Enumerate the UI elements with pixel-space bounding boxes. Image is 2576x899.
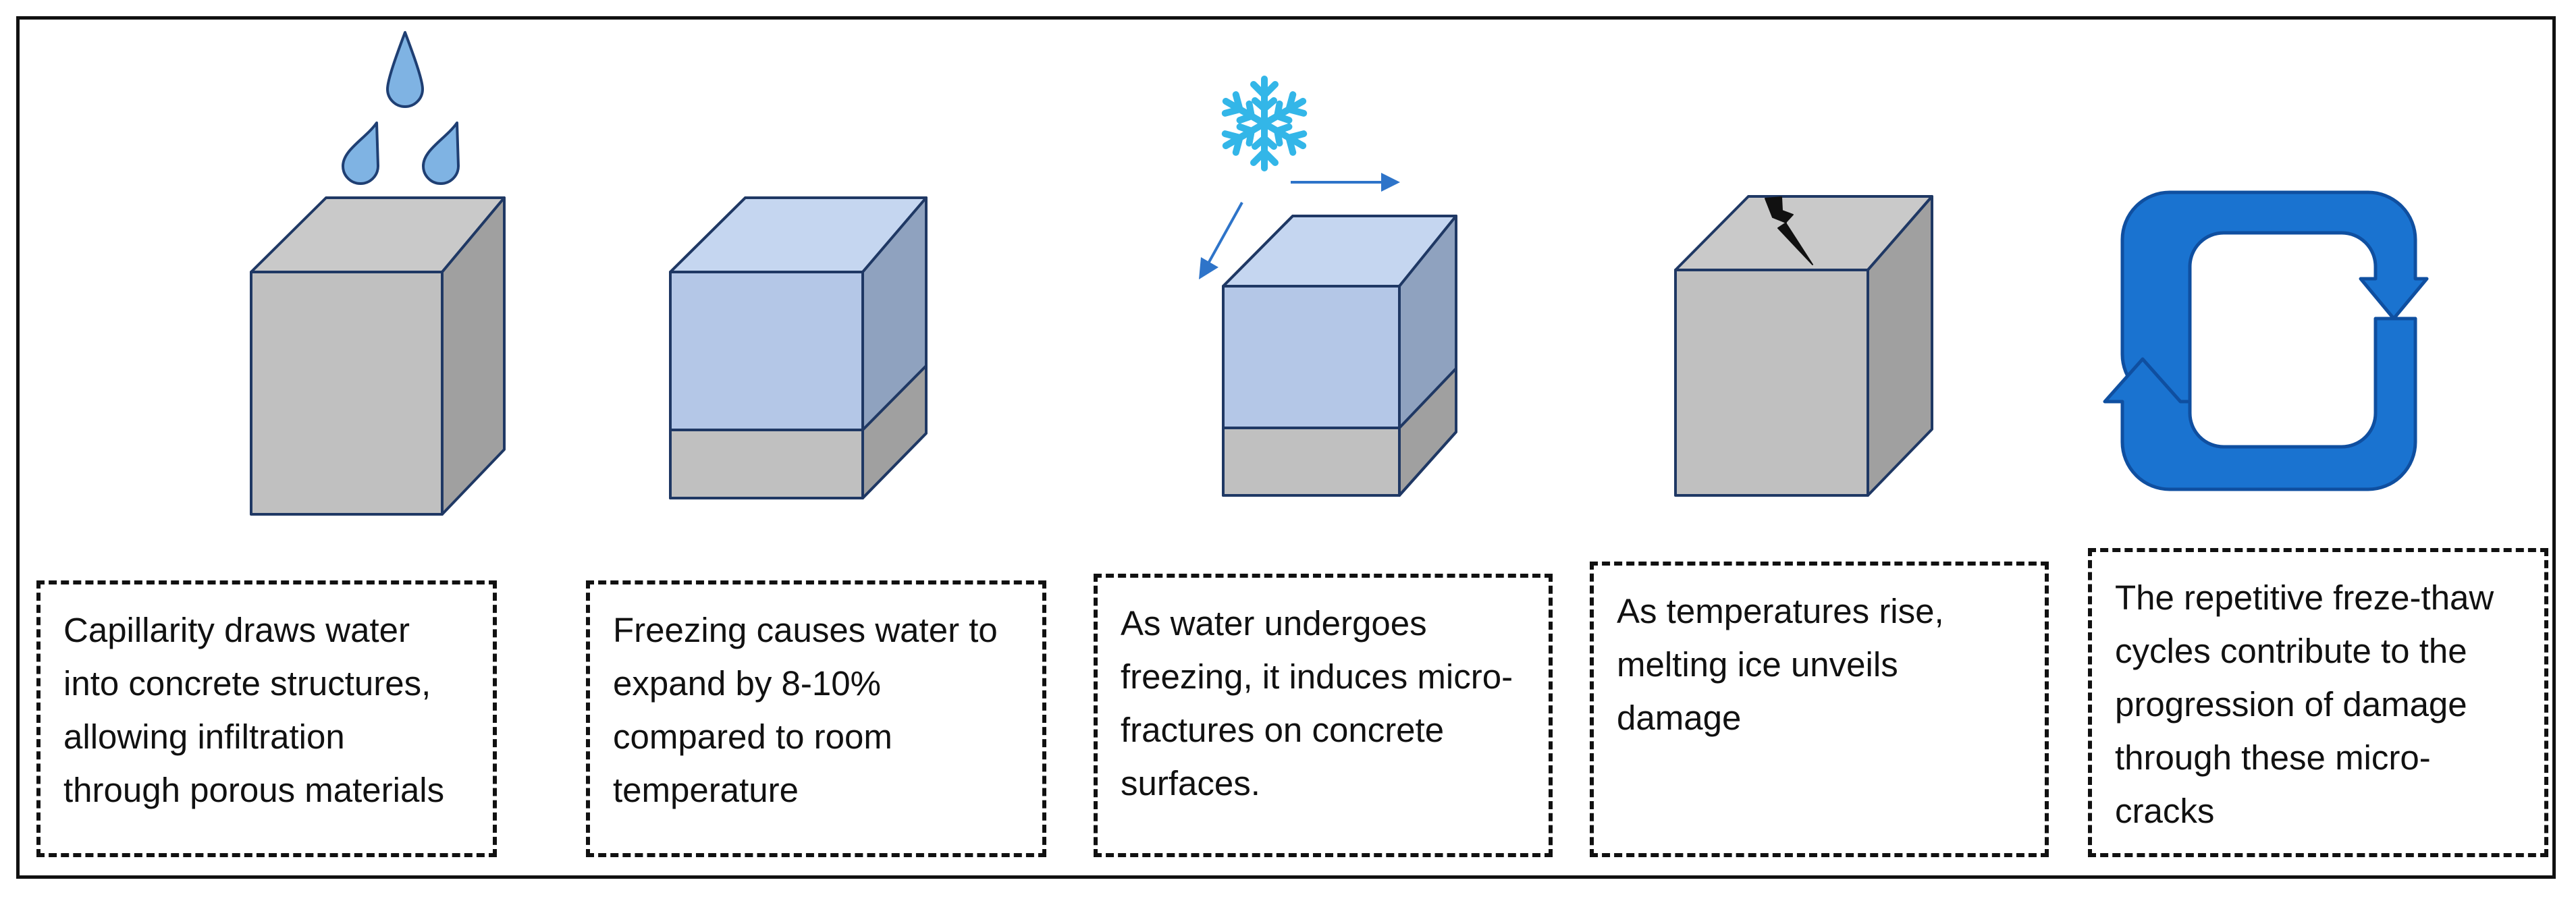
step-1-description-box: Capillarity draws water into concrete st… xyxy=(36,580,497,857)
cube-front-gray xyxy=(669,429,864,499)
arrow-right-icon xyxy=(1291,173,1400,192)
step-4-description-box: As temperatures rise, melting ice unveil… xyxy=(1590,562,2049,857)
step-2-text: Freezing causes water to expand by 8-10%… xyxy=(613,611,998,809)
step-3-text: As water undergoes freezing, it induces … xyxy=(1121,604,1513,802)
cube-front xyxy=(250,271,444,516)
stage-4-cracked-cube xyxy=(1674,195,1933,497)
cube-front-blue xyxy=(1222,285,1401,429)
expansion-arrows xyxy=(1199,173,1400,279)
arrow-down-left-icon xyxy=(1199,202,1243,279)
stage-1-gray-cube xyxy=(250,196,506,516)
cube-front-gray xyxy=(1222,427,1401,497)
cube-outline xyxy=(669,196,928,499)
step-1-text: Capillarity draws water into concrete st… xyxy=(63,611,445,809)
cube-front xyxy=(1674,269,1869,497)
stage-3-frozen-cube xyxy=(1222,215,1457,497)
cycle-arrows-icon xyxy=(2103,190,2429,491)
water-drop-icon xyxy=(386,31,424,108)
cube-outline xyxy=(1222,215,1457,497)
stage-1-water-drops xyxy=(342,31,460,185)
step-5-text: The repetitive freze-thaw cycles contrib… xyxy=(2115,578,2494,830)
snowflake-icon xyxy=(1221,76,1308,171)
stage-3-snowflake xyxy=(1221,76,1308,171)
water-drop-icon xyxy=(422,121,460,185)
step-3-description-box: As water undergoes freezing, it induces … xyxy=(1094,574,1553,857)
stage-2-water-filled-cube xyxy=(669,196,928,499)
water-drop-icon xyxy=(342,121,379,185)
cube-front-blue xyxy=(669,271,864,431)
lightning-crack-icon xyxy=(1765,196,1813,265)
step-5-description-box: The repetitive freze-thaw cycles contrib… xyxy=(2088,548,2548,857)
step-2-description-box: Freezing causes water to expand by 8-10%… xyxy=(586,580,1046,857)
step-4-text: As temperatures rise, melting ice unveil… xyxy=(1617,592,1944,737)
